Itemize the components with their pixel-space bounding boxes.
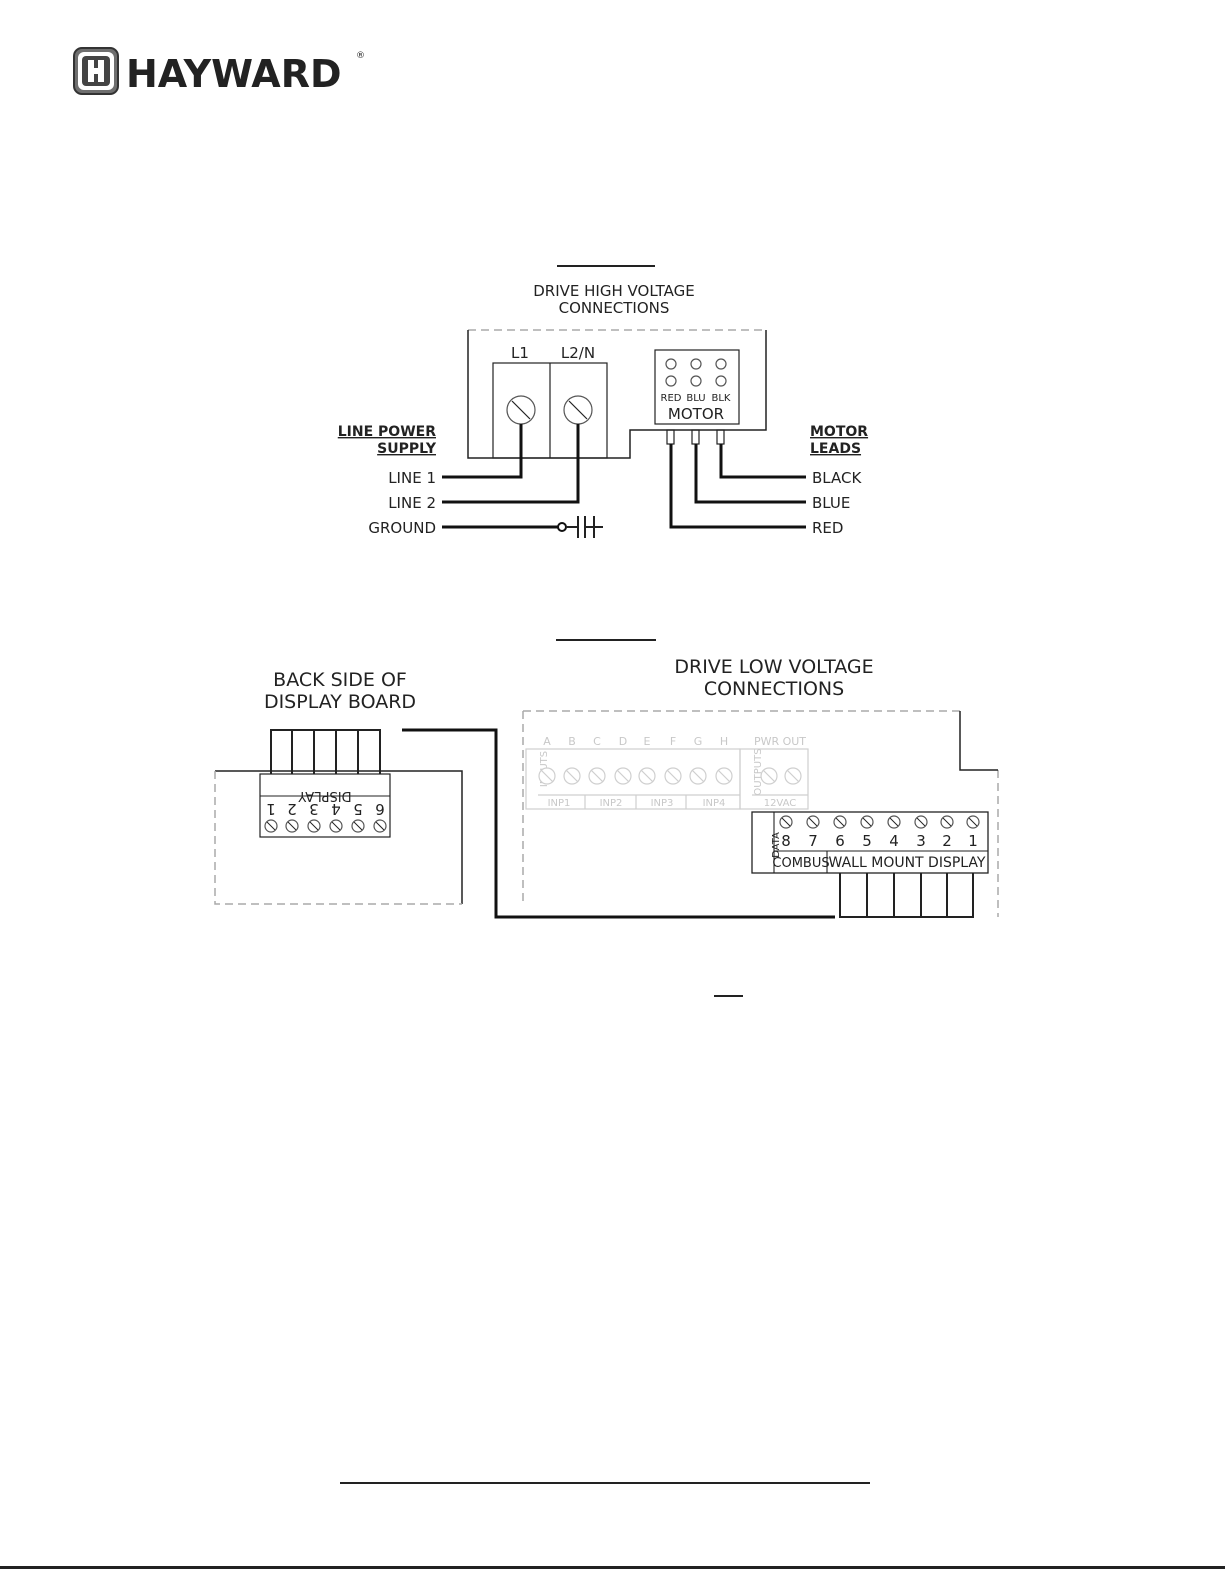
lv-title-line1: DRIVE LOW VOLTAGE [674, 656, 873, 678]
svg-text:INP1: INP1 [548, 798, 571, 809]
display-label: DISPLAY [298, 788, 351, 803]
display-pin-1: 1 [266, 800, 276, 818]
svg-text:B: B [568, 735, 576, 748]
wire-label-ground: GROUND [368, 519, 436, 537]
display-cable-fan [270, 729, 381, 774]
terminal-l2-label: L2/N [561, 344, 595, 362]
hv-title-line1: DRIVE HIGH VOLTAGE [533, 282, 694, 300]
wall-mount-wires [839, 873, 974, 918]
display-board-dashed-edge [214, 771, 462, 905]
motor-pin-label-blk: BLK [712, 393, 731, 404]
display-screws [264, 819, 387, 833]
display-pin-6: 6 [375, 800, 385, 818]
wall-pin-6: 6 [835, 832, 845, 850]
svg-text:E: E [644, 735, 651, 748]
input-groups: INP1 INP2 INP3 INP4 [548, 798, 726, 809]
wire-label-line1: LINE 1 [388, 469, 436, 487]
page-bottom-rule [0, 1566, 1225, 1569]
line-power-heading-2: SUPPLY [377, 441, 437, 457]
wall-mount-terminal-block [751, 811, 989, 874]
low-voltage-diagram: BACK SIDE OF DISPLAY BOARD DISPLAY 1 2 3… [214, 656, 999, 919]
wall-pin-5: 5 [862, 832, 872, 850]
ground-symbol [557, 516, 603, 538]
note-rule [714, 995, 743, 997]
vac-label: 12VAC [764, 798, 797, 809]
motor-pin-label-red: RED [661, 393, 682, 404]
outputs-block [739, 748, 809, 810]
wire-label-line2: LINE 2 [388, 494, 436, 512]
wire-line2 [442, 424, 580, 504]
lead-blue [694, 444, 806, 504]
wall-pin-3: 3 [916, 832, 926, 850]
lv-enclosure-step [959, 711, 998, 771]
svg-text:INP3: INP3 [651, 798, 674, 809]
terminal-screws [779, 815, 980, 829]
svg-text:H: H [720, 735, 728, 748]
lead-red [669, 444, 806, 529]
lead-label-black: BLACK [812, 469, 862, 487]
display-pin-4: 4 [331, 800, 341, 818]
combus-pin-8: 8 [781, 832, 791, 850]
motor-pin-label-blu: BLU [686, 393, 705, 404]
display-board-line1: BACK SIDE OF [273, 669, 407, 691]
display-cable [402, 728, 835, 919]
lv-enclosure-dashed [522, 710, 999, 917]
svg-text:INP4: INP4 [703, 798, 726, 809]
display-pin-5: 5 [353, 800, 363, 818]
hayward-logo: HAYWARD ® [73, 47, 365, 96]
lead-black [719, 444, 806, 479]
wire-line1 [442, 424, 523, 479]
svg-text:G: G [694, 735, 703, 748]
motor-leads-heading-2: LEADS [810, 441, 861, 457]
hv-title-line2: CONNECTIONS [559, 299, 670, 317]
motor-connector [654, 349, 740, 425]
line-power-heading-1: LINE POWER [338, 424, 436, 440]
registered-mark: ® [356, 51, 365, 61]
outputs-label: OUTPUTS [753, 748, 764, 795]
footer-rule [340, 1482, 870, 1484]
display-terminal-block [259, 773, 391, 838]
pwr-out-label: PWR OUT [754, 735, 806, 748]
wall-mount-label: WALL MOUNT DISPLAY [829, 855, 986, 871]
lv-title-line2: CONNECTIONS [704, 678, 844, 700]
lead-label-blue: BLUE [812, 494, 850, 512]
figure-1-rule [557, 265, 655, 267]
motor-leads-heading-1: MOTOR [810, 424, 868, 440]
figure-2-rule [556, 639, 656, 641]
terminal-l1-label: L1 [511, 344, 529, 362]
svg-text:D: D [619, 735, 627, 748]
wall-pin-4: 4 [889, 832, 899, 850]
hv-enclosure [467, 330, 767, 459]
svg-text:C: C [593, 735, 601, 748]
svg-text:A: A [543, 735, 551, 748]
brand-name: HAYWARD [126, 52, 342, 96]
input-screws [538, 767, 733, 785]
wall-pin-2: 2 [942, 832, 952, 850]
svg-text:F: F [670, 735, 676, 748]
display-pin-2: 2 [287, 800, 297, 818]
combus-label: COMBUS [772, 856, 829, 871]
display-board-outline [215, 770, 463, 904]
data-label: DATA [771, 832, 782, 858]
motor-label: MOTOR [668, 405, 724, 423]
terminal-l2-screw [563, 395, 593, 425]
high-voltage-diagram: DRIVE HIGH VOLTAGE CONNECTIONS L1 L2/N R… [338, 282, 868, 538]
display-pin-3: 3 [309, 800, 319, 818]
svg-text:INP2: INP2 [600, 798, 623, 809]
terminal-l1-screw [506, 395, 536, 425]
combus-pin-7: 7 [808, 832, 818, 850]
lead-label-red: RED [812, 519, 843, 537]
input-letters: A B C D E F G H [543, 735, 728, 748]
wall-pin-1: 1 [968, 832, 978, 850]
display-board-line2: DISPLAY BOARD [264, 691, 416, 713]
